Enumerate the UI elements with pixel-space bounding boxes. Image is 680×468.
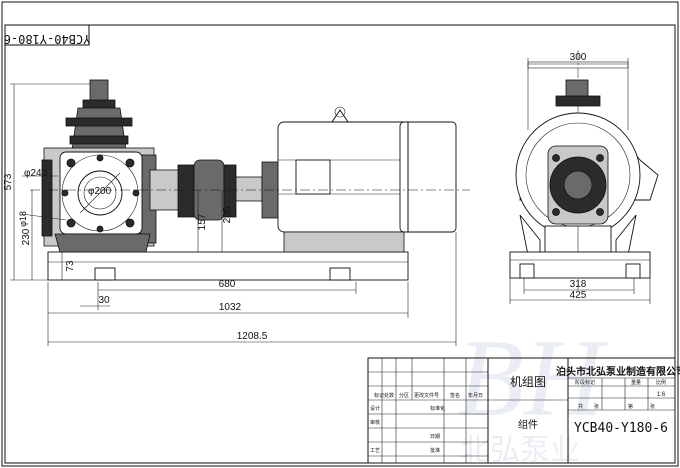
watermark-text: 北弘泵业 [460, 433, 580, 468]
tb-label-standard: 标准化 [430, 405, 445, 412]
motor-lifting-eye [331, 109, 349, 123]
tb-label-sheet: 张 [650, 403, 655, 410]
motor-fan-cover [399, 121, 457, 233]
dim-30: 30 [98, 295, 110, 306]
dim-573: 573 [3, 173, 14, 190]
front-view [30, 79, 470, 281]
mirrored-drawing-code: YCB40-Y180-6 [4, 32, 91, 46]
motor-feet [283, 231, 405, 253]
inner-border [4, 24, 676, 464]
dim-phi-200: φ200 [88, 186, 112, 197]
tb-label-scale: 比例 [656, 379, 666, 386]
title-block: 标记 处数 分区 更改文件号 签名 年月日 设计 标准化 审核 工艺 批准 日期… [367, 357, 680, 464]
dim-205: 205 [222, 206, 233, 223]
dim-1032: 1032 [219, 302, 242, 313]
dim-157: 157 [197, 213, 208, 230]
tb-label-design: 设计 [370, 405, 380, 412]
tb-label-zone: 分区 [399, 392, 409, 399]
tb-label-sheet-no: 第 [628, 403, 633, 410]
side-dimensions: 300 318 425 [509, 52, 651, 304]
flange-bolt [66, 158, 76, 168]
tb-label-change: 更改文件号 [414, 392, 439, 399]
tb-label-approve: 批准 [430, 447, 440, 454]
dim-1208-5: 1208.5 [237, 331, 268, 342]
tb-label-review: 审核 [370, 419, 380, 426]
relief-valve-cap [89, 79, 109, 103]
company-name: 泊头市北弘泵业制造有限公司 [556, 365, 680, 378]
pump-inlet-flange [41, 159, 53, 237]
dim-phi-18: φ18 [18, 211, 28, 227]
dim-680: 680 [219, 279, 236, 290]
base-foot-right [329, 267, 351, 281]
dim-73: 73 [65, 260, 76, 272]
tb-label-total: 共 [578, 403, 583, 410]
tb-label-weight: 重量 [631, 379, 641, 386]
dim-230: 230 [21, 228, 32, 245]
dim-425: 425 [570, 290, 587, 301]
flange-bolt [66, 218, 76, 228]
relief-valve-nut [82, 99, 116, 109]
dim-phi-240: φ240 [24, 168, 48, 179]
tb-label-sheets: 张 [594, 403, 599, 410]
base-foot-left [94, 267, 116, 281]
motor-terminal-box [295, 159, 331, 195]
side-view [509, 50, 659, 290]
tb-label-stage: 阶段标记 [575, 379, 595, 386]
code-box [4, 24, 90, 46]
drawing-name: 机组图 [510, 375, 546, 389]
tb-label-mark: 标记 [374, 392, 384, 399]
dim-300: 300 [570, 52, 587, 63]
motor-shaft [235, 176, 263, 202]
tb-label-process: 工艺 [370, 448, 380, 454]
flange-bolt [125, 158, 135, 168]
flange-bolt [125, 218, 135, 228]
tb-label-date: 年月日 [468, 392, 483, 399]
tb-label-sign: 签名 [450, 392, 460, 399]
tb-label-day: 日期 [430, 434, 440, 440]
front-dimensions: 573 230 φ240 φ200 φ18 73 157 205 680 30 … [3, 83, 457, 346]
dim-318: 318 [570, 279, 587, 290]
coupling-half-left [177, 164, 195, 218]
tb-label-count: 处数 [384, 392, 394, 399]
drawing-code: YCB40-Y180-6 [574, 421, 668, 436]
part-type: 组件 [518, 418, 538, 431]
scale-value: 1:6 [657, 392, 666, 398]
